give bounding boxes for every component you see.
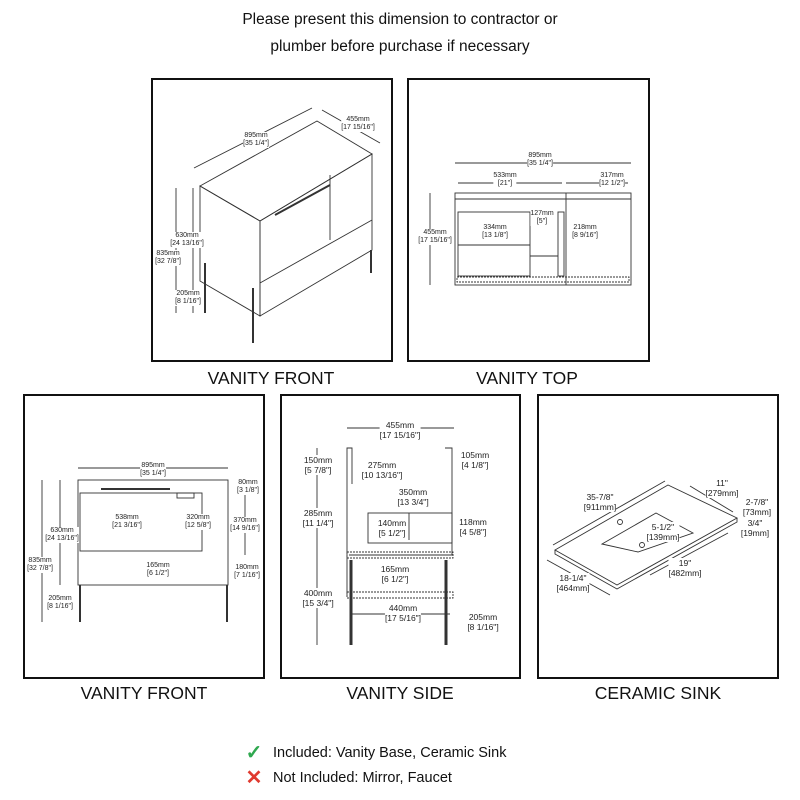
caption-vanity-front-iso: VANITY FRONT — [207, 368, 335, 388]
not-included-text: Not Included: Mirror, Faucet — [273, 769, 452, 786]
panel-ceramic-sink — [537, 394, 779, 679]
included-text: Included: Vanity Base, Ceramic Sink — [273, 744, 507, 761]
caption-vanity-front: VANITY FRONT — [80, 683, 208, 703]
panel-vanity-front-iso — [151, 78, 393, 362]
dim-inner-height: 275mm[10 13/16"] — [361, 460, 403, 480]
dim-depth: 455mm[17 15/16"] — [341, 116, 375, 132]
dim-middle-section: 285mm[11 1/4"] — [302, 508, 334, 528]
dim-sink-edge: 2-7/8"[73mm] — [742, 497, 772, 517]
dim-drawer-side: 118mm[4 5/8"] — [459, 517, 487, 537]
side-view-drawing — [316, 427, 454, 645]
dim-top-rail: 80mm[3 1/8"] — [237, 479, 259, 495]
dim-basin-length: 19"[482mm] — [668, 558, 702, 578]
legend-included: ✓ Included: Vanity Base, Ceramic Sink — [245, 740, 507, 765]
dim-right-section: 317mm[12 1/2"] — [599, 172, 625, 188]
dim-sink-thickness: 3/4"[19mm] — [740, 518, 770, 538]
caption-vanity-side: VANITY SIDE — [346, 683, 454, 703]
dim-shelf-height: 165mm[6 1/2"] — [146, 562, 170, 578]
dim-sink-depth: 18-1/4"[464mm] — [556, 573, 590, 593]
dim-total-height: 835mm[32 7/8"] — [155, 250, 181, 266]
header-line-1: Please present this dimension to contrac… — [242, 11, 558, 28]
sink-drawing — [546, 480, 738, 596]
dim-leg-height: 205mm[8 1/16"] — [175, 290, 201, 306]
panel-vanity-side — [280, 394, 521, 679]
dim-back-rail: 105mm[4 1/8"] — [460, 450, 490, 470]
panel-vanity-top — [407, 78, 650, 362]
dim-drawer-width: 334mm[13 1/8"] — [482, 224, 508, 240]
dim-drawer-depth: 350mm[13 3/4"] — [397, 487, 429, 507]
dim-leg-height: 205mm[8 1/16"] — [467, 612, 499, 632]
caption-ceramic-sink: CERAMIC SINK — [594, 683, 722, 703]
dim-depth: 455mm[17 15/16"] — [379, 420, 421, 440]
dim-sink-offset: 11"[279mm] — [705, 478, 739, 498]
dim-open-shelf: 180mm[7 1/16"] — [234, 564, 260, 580]
dim-door-width: 320mm[12 5/8"] — [185, 514, 211, 530]
dim-lower-section: 400mm[15 3/4"] — [302, 588, 334, 608]
dim-basin-depth: 5-1/2"[139mm] — [646, 522, 680, 542]
legend-not-included: ✕ Not Included: Mirror, Faucet — [245, 765, 452, 790]
dim-top-section: 150mm[5 7/8"] — [303, 455, 333, 475]
dim-width: 895mm[35 1/4"] — [140, 462, 166, 478]
dim-leg-height: 205mm[8 1/16"] — [47, 595, 73, 611]
dim-shelf-depth: 218mm[8 9/16"] — [572, 224, 598, 240]
cross-icon: ✕ — [245, 767, 263, 789]
dim-door-height: 370mm[14 9/16"] — [230, 517, 260, 533]
check-icon: ✓ — [245, 742, 263, 764]
panel-vanity-front — [23, 394, 265, 679]
dim-width: 895mm[35 1/4"] — [243, 132, 269, 148]
dim-depth: 455mm[17 15/16"] — [418, 229, 452, 245]
dim-sink-length: 35-7/8"[911mm] — [583, 492, 617, 512]
dim-shelf-height: 165mm[6 1/2"] — [380, 564, 410, 584]
dim-left-section: 533mm[21"] — [493, 172, 517, 188]
caption-vanity-top: VANITY TOP — [476, 368, 578, 388]
dim-cabinet-height: 630mm[24 13/16"] — [170, 232, 204, 248]
dim-leg-span: 440mm[17 5/16"] — [384, 603, 422, 623]
dim-total-height: 835mm[32 7/8"] — [27, 557, 53, 573]
dim-cabinet-height: 630mm[24 13/16"] — [45, 527, 79, 543]
dim-drawer-height: 140mm[5 1/2"] — [377, 518, 407, 538]
dim-drawer-width: 538mm[21 3/16"] — [112, 514, 142, 530]
dim-gap: 127mm[5"] — [530, 210, 554, 226]
iso-cabinet-drawing — [175, 107, 381, 343]
dim-width: 895mm[35 1/4"] — [527, 152, 553, 168]
header-line-2: plumber before purchase if necessary — [270, 38, 530, 55]
